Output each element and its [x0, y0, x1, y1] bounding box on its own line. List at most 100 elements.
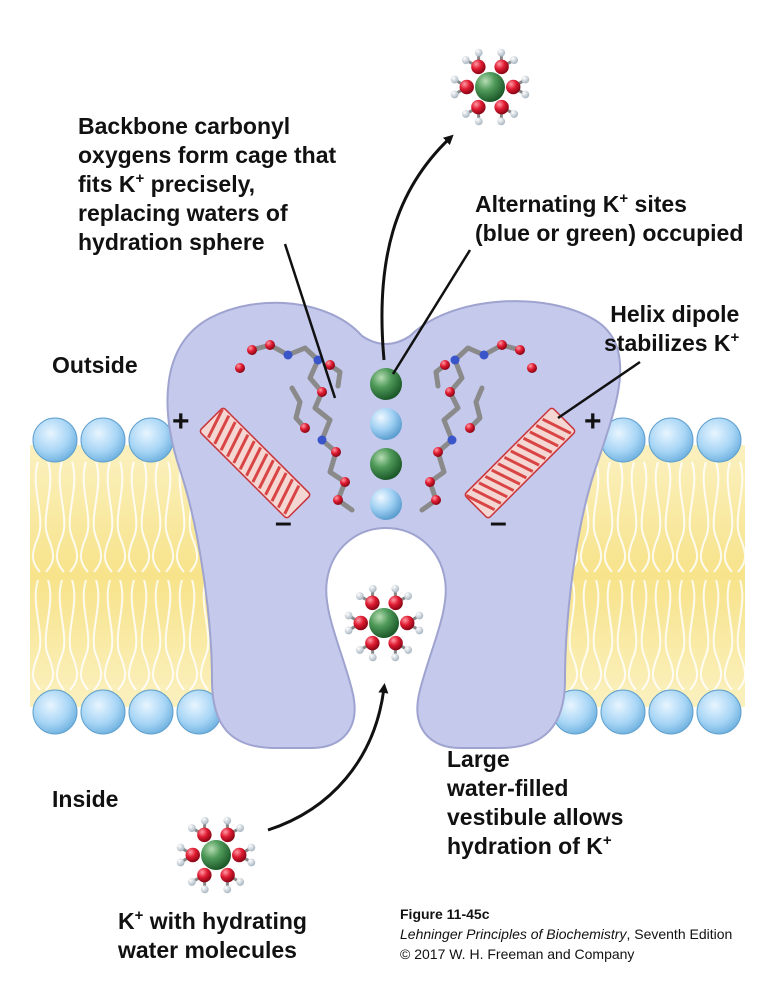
helix-minus-left: –: [275, 506, 292, 539]
carbonyl-oxygen: [431, 495, 441, 505]
figure-caption: Figure 11-45c Lehninger Principles of Bi…: [400, 904, 732, 964]
helix-left: [199, 407, 311, 519]
lipid-head: [32, 417, 78, 463]
water-oxygen: [506, 79, 521, 95]
k-ion-green: [475, 72, 505, 102]
water-hydrogen: [510, 56, 519, 64]
nitrogen-atom: [283, 350, 293, 360]
carbonyl-oxygen: [333, 495, 343, 505]
water-hydrogen: [404, 646, 413, 654]
helix-right: [464, 407, 576, 519]
lipid-head: [696, 417, 742, 463]
water-hydrogen: [223, 816, 232, 825]
k-site-blue-site-2: [370, 408, 402, 440]
k-ion-green-site-1: [370, 368, 402, 400]
water-oxygen: [220, 827, 235, 843]
water-hydrogen: [404, 592, 413, 600]
water-oxygen: [459, 79, 474, 95]
carbonyl-oxygen: [527, 363, 537, 373]
nitrogen-atom: [317, 435, 327, 445]
label-alternating-sites: Alternating K+ sites (blue or green) occ…: [475, 190, 744, 246]
carbonyl-oxygen: [440, 360, 450, 370]
carbonyl-oxygen: [497, 340, 507, 350]
lipid-head: [80, 417, 126, 463]
lipid-head: [80, 689, 126, 735]
book-title: Lehninger Principles of Biochemistry: [400, 926, 627, 942]
label-vestibule: Large water-filled vestibule allows hydr…: [447, 746, 624, 859]
exit-arrow: [380, 134, 454, 361]
water-hydrogen: [355, 592, 364, 600]
carbonyl-oxygen: [515, 345, 525, 355]
carbonyl-oxygen: [425, 477, 435, 487]
water-hydrogen: [187, 878, 196, 886]
k-ion-green: [369, 608, 399, 638]
water-hydrogen: [176, 843, 185, 852]
water-hydrogen: [461, 56, 470, 64]
lipid-head: [128, 689, 174, 735]
carbonyl-oxygen: [235, 363, 245, 373]
water-oxygen: [365, 595, 380, 611]
carbonyl-oxygen: [445, 387, 455, 397]
water-hydrogen: [450, 90, 459, 99]
hydrated-k-ion-exiting: [450, 48, 530, 126]
k-ion-green-site-3: [370, 448, 402, 480]
water-hydrogen: [368, 653, 377, 662]
lipid-head: [648, 689, 694, 735]
water-hydrogen: [236, 824, 245, 832]
water-hydrogen: [344, 626, 353, 635]
water-hydrogen: [200, 885, 209, 894]
label-backbone-carbonyl: Backbone carbonyl oxygens form cage that…: [78, 113, 337, 255]
hydrated-k-ion-vestibule: [344, 584, 424, 662]
water-oxygen: [471, 99, 486, 115]
nitrogen-atom: [450, 355, 460, 365]
label-helix-dipole: Helix dipole stabilizes K+: [604, 301, 740, 356]
helix-plus-left: +: [172, 405, 190, 438]
channel-protein: [166, 300, 622, 749]
helix-minus-right: –: [490, 506, 507, 539]
carbonyl-oxygen: [300, 423, 310, 433]
lipid-head: [128, 417, 174, 463]
figure-number: Figure 11-45c: [400, 906, 490, 922]
water-hydrogen: [521, 75, 530, 84]
water-hydrogen: [450, 75, 459, 84]
water-hydrogen: [497, 48, 506, 57]
water-oxygen: [197, 867, 212, 883]
water-hydrogen: [415, 611, 424, 620]
water-oxygen: [353, 615, 368, 631]
leader-line-cage: [283, 243, 337, 399]
water-oxygen: [232, 847, 247, 863]
lipid-head: [600, 689, 646, 735]
water-oxygen: [197, 827, 212, 843]
water-hydrogen: [474, 117, 483, 126]
carbonyl-oxygen: [325, 360, 335, 370]
water-hydrogen: [521, 90, 530, 99]
water-oxygen: [365, 635, 380, 651]
water-oxygen: [471, 59, 486, 75]
lipid-head: [696, 689, 742, 735]
water-hydrogen: [474, 48, 483, 57]
k-site-blue-site-4: [370, 488, 402, 520]
carbonyl-oxygen: [331, 447, 341, 457]
water-hydrogen: [176, 858, 185, 867]
water-hydrogen: [461, 110, 470, 118]
water-hydrogen: [187, 824, 196, 832]
carbonyl-oxygen: [265, 340, 275, 350]
carbonyl-oxygen: [340, 477, 350, 487]
nitrogen-atom: [313, 355, 323, 365]
nitrogen-atom: [479, 350, 489, 360]
helix-plus-right: +: [584, 405, 602, 438]
water-oxygen: [388, 595, 403, 611]
water-oxygen: [494, 59, 509, 75]
water-oxygen: [400, 615, 415, 631]
carbonyl-oxygen: [247, 345, 257, 355]
water-oxygen: [185, 847, 200, 863]
entry-arrow: [267, 683, 389, 832]
water-hydrogen: [200, 816, 209, 825]
water-hydrogen: [355, 646, 364, 654]
water-hydrogen: [497, 117, 506, 126]
lipid-head: [32, 689, 78, 735]
water-hydrogen: [344, 611, 353, 620]
carbonyl-oxygen: [433, 447, 443, 457]
